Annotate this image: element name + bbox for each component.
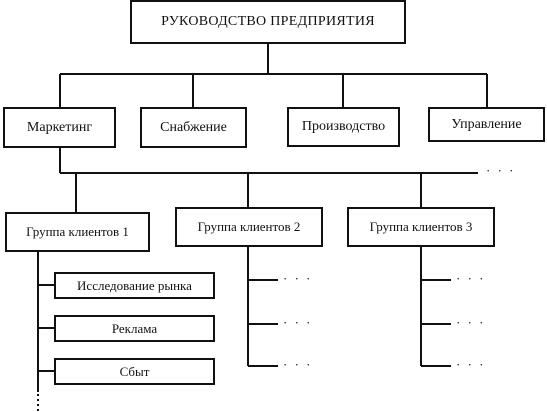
- department-management-label: Управление: [451, 116, 522, 132]
- client-group-3-label: Группа клиентов 3: [369, 219, 473, 234]
- subunit-sales-box: Сбыт: [54, 358, 215, 385]
- continuation-dots-vertical: [37, 394, 39, 411]
- subunit-sales-label: Сбыт: [119, 363, 150, 379]
- subunit-advertising-box: Реклама: [54, 315, 215, 342]
- top-management-label: РУКОВОДСТВО ПРЕДПРИЯТИЯ: [161, 14, 375, 29]
- client-group-2-label: Группа клиентов 2: [197, 219, 301, 234]
- department-management-box: Управление: [428, 107, 545, 142]
- department-production-box: Производство: [287, 107, 400, 147]
- client-group-1-label: Группа клиентов 1: [26, 224, 129, 239]
- subunit-market-research-label: Исследование рынка: [77, 277, 192, 293]
- client-group-2-box: Группа клиентов 2: [175, 207, 323, 247]
- continuation-marker-g3-3: · · ·: [456, 357, 486, 372]
- continuation-marker-g3-2: · · ·: [456, 315, 486, 330]
- department-supply-label: Снабжение: [160, 119, 227, 135]
- continuation-marker-g2-3: · · ·: [283, 357, 313, 372]
- subunit-advertising-label: Реклама: [111, 320, 158, 336]
- client-group-3-box: Группа клиентов 3: [347, 207, 495, 247]
- subunit-market-research-box: Исследование рынка: [54, 272, 215, 299]
- department-supply-box: Снабжение: [140, 107, 247, 148]
- continuation-marker-g3-1: · · ·: [456, 271, 486, 286]
- top-management-box: РУКОВОДСТВО ПРЕДПРИЯТИЯ: [130, 0, 406, 44]
- continuation-marker-g2-2: · · ·: [283, 315, 313, 330]
- department-marketing-label: Маркетинг: [26, 119, 93, 135]
- department-production-label: Производство: [301, 119, 386, 134]
- continuation-marker-groups: · · ·: [486, 163, 516, 178]
- client-group-1-box: Группа клиентов 1: [5, 212, 150, 252]
- continuation-marker-g2-1: · · ·: [283, 271, 313, 286]
- department-marketing-box: Маркетинг: [3, 107, 116, 148]
